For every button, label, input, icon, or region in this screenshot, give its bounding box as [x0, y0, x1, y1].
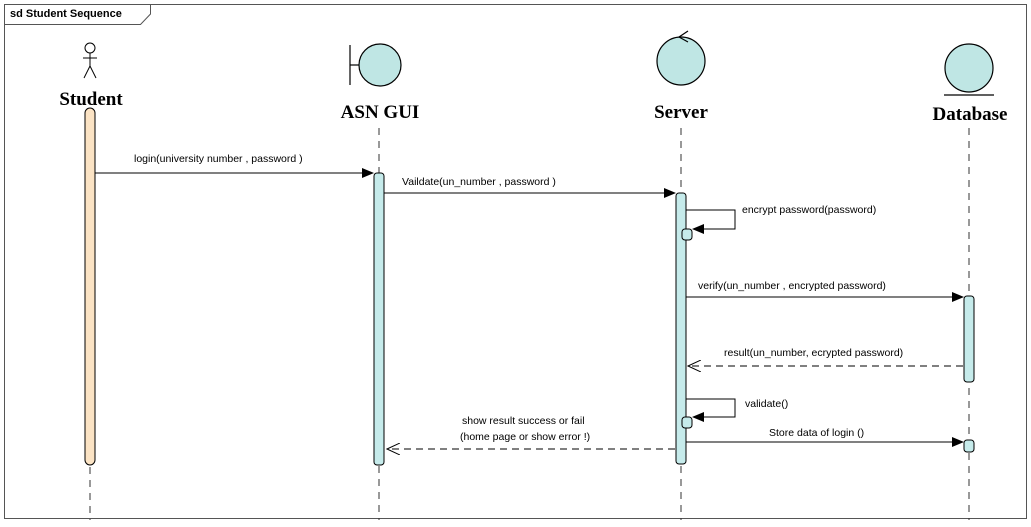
participant-label-database: Database	[933, 104, 1008, 125]
participant-database[interactable]: Database	[933, 43, 1008, 125]
actor-icon	[83, 42, 97, 79]
activation-database-store[interactable]	[963, 439, 975, 453]
message-label-vaildate: Vaildate(un_number , password )	[402, 176, 556, 188]
boundary-icon	[349, 43, 402, 87]
message-validate[interactable]: validate()	[686, 398, 788, 422]
message-label-show-result-line1: show result success or fail	[462, 415, 585, 427]
message-label-store-data: Store data of login ()	[769, 427, 864, 439]
message-label-validate: validate()	[745, 398, 788, 410]
message-label-verify: verify(un_number , encrypted password)	[698, 280, 886, 292]
participant-asn-gui[interactable]: ASN GUI	[341, 43, 420, 123]
frame-title: sd Student Sequence	[10, 8, 122, 20]
diagram-frame: sd Student Sequence	[4, 4, 1027, 519]
participant-student[interactable]: Student	[59, 42, 123, 110]
message-vaildate[interactable]: Vaildate(un_number , password )	[384, 176, 676, 198]
activation-student[interactable]	[84, 107, 96, 466]
participant-label-server: Server	[654, 102, 708, 123]
activation-server-self-2[interactable]	[681, 416, 693, 429]
participant-label-student: Student	[59, 89, 123, 110]
participant-server[interactable]: Server	[654, 30, 708, 123]
message-encrypt-password[interactable]: encrypt password(password)	[686, 204, 876, 234]
activation-database[interactable]	[963, 295, 975, 383]
message-login[interactable]: login(university number , password )	[95, 153, 374, 178]
activations	[84, 107, 975, 466]
message-label-show-result-line2: (home page or show error !)	[460, 431, 590, 443]
control-icon	[656, 30, 706, 86]
activation-asn-gui[interactable]	[373, 172, 385, 466]
activation-server-self-1[interactable]	[681, 228, 693, 241]
entity-icon	[944, 43, 994, 96]
message-label-encrypt-password: encrypt password(password)	[742, 204, 876, 216]
message-verify[interactable]: verify(un_number , encrypted password)	[686, 280, 964, 302]
participant-label-asn-gui: ASN GUI	[341, 102, 420, 123]
message-label-login: login(university number , password )	[134, 153, 303, 165]
message-show-result[interactable]: show result success or fail (home page o…	[387, 415, 675, 449]
activation-server[interactable]	[675, 192, 687, 465]
message-label-result: result(un_number, ecrypted password)	[724, 347, 903, 359]
message-store-data[interactable]: Store data of login ()	[686, 427, 964, 447]
message-result[interactable]: result(un_number, ecrypted password)	[688, 347, 963, 366]
